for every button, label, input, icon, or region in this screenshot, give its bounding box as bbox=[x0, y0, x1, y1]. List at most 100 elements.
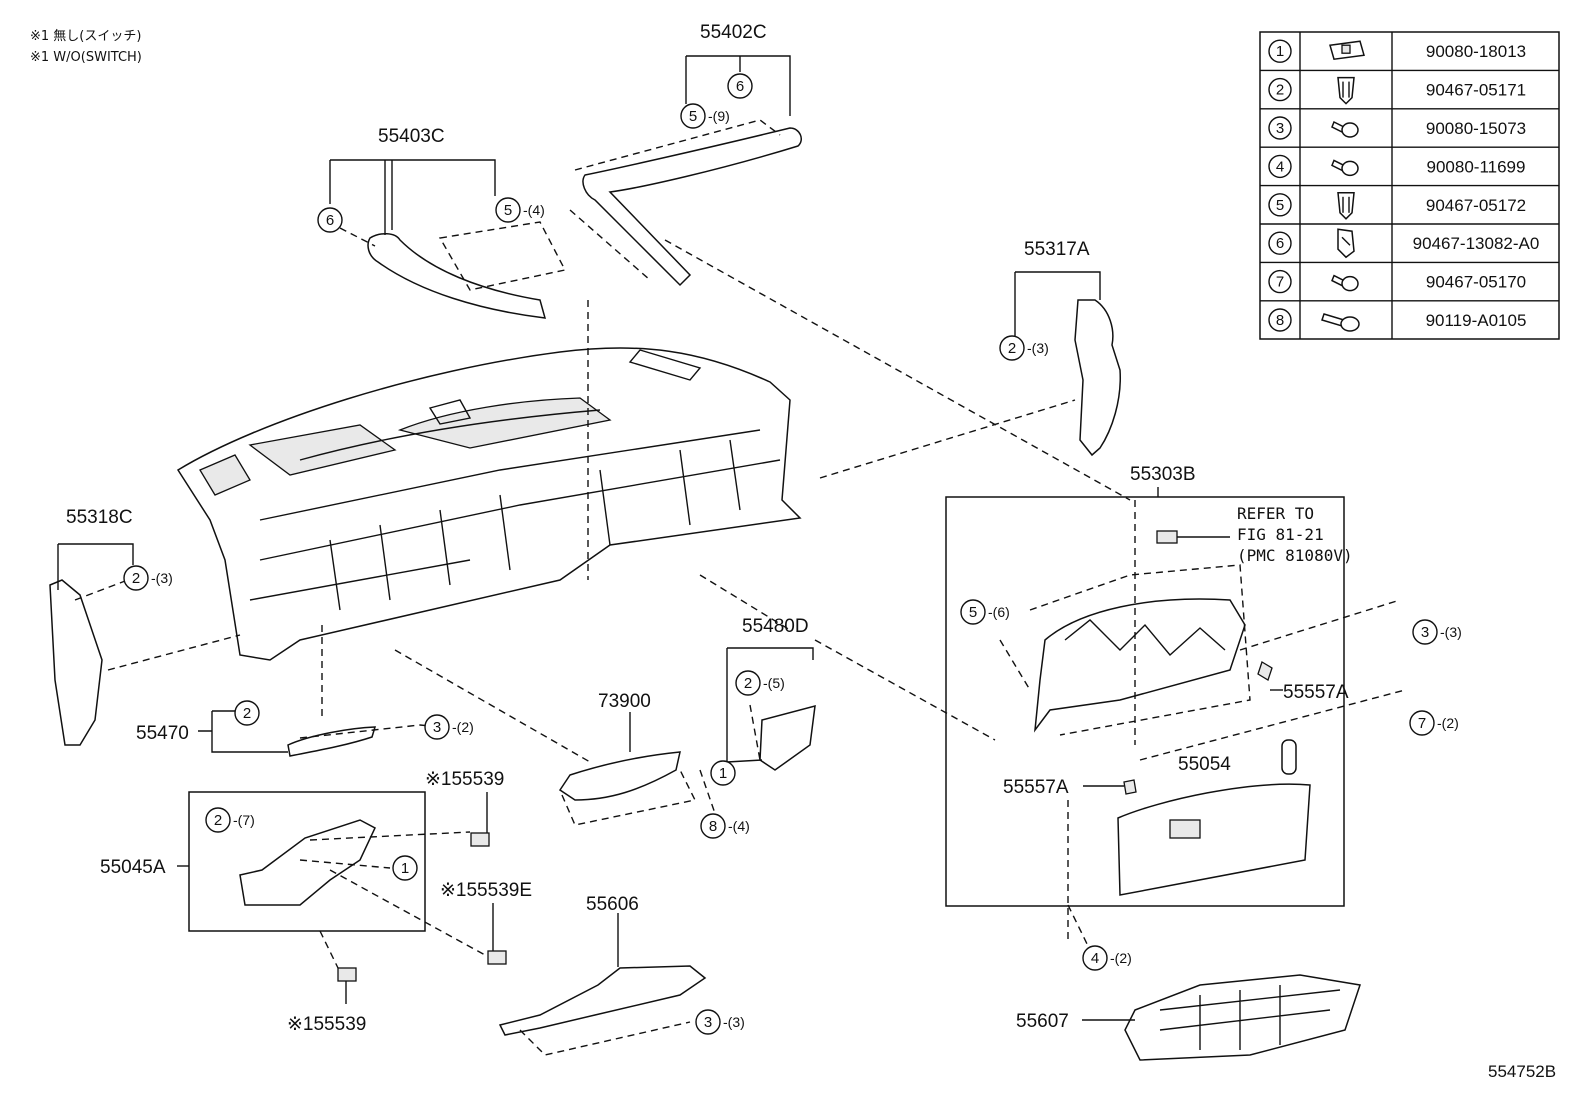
callout-qty: -(9) bbox=[708, 108, 730, 124]
row-number: 4 bbox=[1276, 158, 1284, 175]
label-55606: 55606 bbox=[586, 894, 639, 915]
row-number: 1 bbox=[1276, 43, 1284, 60]
part-73900: 73900 bbox=[394, 649, 697, 826]
callout-c-3-right: 3-(3) bbox=[1412, 619, 1462, 645]
callout-qty: -(4) bbox=[523, 202, 545, 218]
callout-number: 4 bbox=[1091, 950, 1099, 967]
switch-55539-bottom bbox=[337, 967, 357, 982]
part-55045a-group: 55045A bbox=[100, 791, 471, 969]
callout-c-8-73900: 8 -(4) bbox=[700, 813, 750, 839]
label-55470: 55470 bbox=[136, 723, 189, 744]
part-55317a: 55317A bbox=[819, 239, 1121, 479]
fastener-part-number: 90080-11699 bbox=[1427, 157, 1526, 176]
callout-c-2-55045: 2-(7) bbox=[205, 807, 255, 833]
fastener-part-number: 90080-18013 bbox=[1426, 42, 1526, 61]
callout-qty: -(4) bbox=[728, 818, 750, 834]
fastener-row: 7 90467-05170 bbox=[1260, 261, 1559, 294]
callout-c-1-55045: 1 bbox=[392, 855, 418, 881]
fastener-row: 5 90467-05172 bbox=[1260, 184, 1559, 220]
callout-qty: -(3) bbox=[1440, 624, 1462, 640]
part-55607: 55607 bbox=[1016, 800, 1361, 1061]
callout-number: 6 bbox=[736, 78, 744, 95]
part-55402c: 55402C bbox=[569, 22, 802, 287]
callout-number: 5 bbox=[504, 202, 512, 219]
row-number: 3 bbox=[1276, 120, 1284, 137]
callout-number: 3 bbox=[704, 1014, 712, 1031]
row-number-circle bbox=[1268, 193, 1292, 217]
part-55480d: 55480D bbox=[699, 574, 996, 771]
label-55054: 55054 bbox=[1178, 754, 1231, 775]
callout-c-5-55403: 5 -(4) bbox=[495, 197, 545, 223]
part-55318c: 55318C bbox=[49, 507, 241, 746]
callout-number: 1 bbox=[401, 860, 409, 877]
label-55557a-left: 55557A bbox=[1003, 777, 1069, 798]
fastener-part-number: 90467-05171 bbox=[1426, 81, 1526, 100]
label-55539-top: ※155539 bbox=[425, 769, 504, 790]
row-number-circle bbox=[1268, 231, 1292, 255]
callout-c-7-right: 7 -(2) bbox=[1409, 710, 1459, 736]
note-en: ※1 W/O(SWITCH) bbox=[30, 50, 142, 65]
callout-c-3-55470: 3 -(2) bbox=[424, 714, 474, 740]
callout-number: 2 bbox=[243, 705, 251, 722]
figure-id: 554752B bbox=[1488, 1062, 1556, 1081]
callout-c-5-55402: 5-(9) bbox=[680, 103, 730, 129]
push-clip-icon bbox=[1337, 76, 1355, 105]
callout-c-5-55303: 5 -(6) bbox=[960, 599, 1010, 625]
screw-icon bbox=[1331, 120, 1359, 138]
callout-qty: -(6) bbox=[988, 604, 1010, 620]
refer-line-2: FIG 81-21 bbox=[1237, 525, 1324, 544]
callout-c-3-55606: 3-(3) bbox=[695, 1009, 745, 1035]
instrument-panel bbox=[176, 347, 802, 661]
row-number-circle bbox=[1268, 39, 1292, 63]
part-55539-group: ※155539 ※155539E ※155539 bbox=[287, 769, 532, 1035]
row-number: 6 bbox=[1276, 235, 1284, 252]
refer-line-3: (PMC 81080V) bbox=[1237, 546, 1353, 565]
fastener-part-number: 90467-05170 bbox=[1426, 273, 1526, 292]
callout-number: 8 bbox=[709, 818, 717, 835]
callout-c-4-bottom: 4-(2) bbox=[1082, 945, 1132, 971]
callout-c-1-55480: 1 bbox=[710, 760, 736, 786]
callout-number: 2 bbox=[744, 675, 752, 692]
callout-qty: -(2) bbox=[1437, 715, 1459, 731]
label-55539e: ※155539E bbox=[440, 880, 532, 901]
row-number-circle bbox=[1268, 308, 1292, 332]
callout-c-2-55318: 2-(3) bbox=[123, 565, 173, 591]
switch-55539e bbox=[487, 950, 507, 965]
part-55606: 55606 bbox=[498, 894, 707, 1056]
row-number: 5 bbox=[1276, 197, 1284, 214]
callout-number: 7 bbox=[1418, 715, 1426, 732]
push-clip-icon bbox=[1337, 192, 1355, 220]
callout-number: 6 bbox=[326, 212, 334, 229]
label-55318c: 55318C bbox=[66, 507, 133, 528]
label-55317a: 55317A bbox=[1024, 239, 1090, 260]
callout-qty: -(3) bbox=[1027, 340, 1049, 356]
callout-qty: -(3) bbox=[151, 570, 173, 586]
callout-c-2-55470: 2 bbox=[234, 700, 260, 726]
label-73900: 73900 bbox=[598, 691, 651, 712]
fastener-row: 4 90080-11699 bbox=[1260, 146, 1559, 179]
callout-number: 3 bbox=[433, 719, 441, 736]
callout-number: 1 bbox=[719, 765, 727, 782]
fastener-part-number: 90119-A0105 bbox=[1426, 311, 1527, 330]
part-55403c: 55403C bbox=[329, 126, 567, 319]
callout-number: 5 bbox=[969, 604, 977, 621]
part-55470: 55470 bbox=[136, 625, 421, 757]
part-55303b-group: 55303B REFER TO FIG 81-21 (PMC 81080V) 5… bbox=[945, 464, 1353, 907]
clip-nut-icon bbox=[1329, 40, 1365, 61]
row-number: 7 bbox=[1276, 274, 1284, 291]
callout-c-6-55403: 6 bbox=[317, 207, 343, 233]
note-jp: ※1 無し(スイッチ) bbox=[30, 29, 141, 44]
clip-icon bbox=[1337, 228, 1355, 259]
callout-qty: -(2) bbox=[452, 719, 474, 735]
fastener-part-number: 90467-05172 bbox=[1426, 196, 1526, 215]
callout-qty: -(5) bbox=[763, 675, 785, 691]
row-number-circle bbox=[1268, 154, 1292, 179]
callout-number: 2 bbox=[1008, 340, 1016, 357]
row-number: 2 bbox=[1276, 82, 1284, 99]
label-55557a-right: 55557A bbox=[1283, 682, 1349, 703]
label-55480d: 55480D bbox=[742, 616, 809, 637]
callout-c-6-55402: 6 bbox=[727, 73, 753, 99]
